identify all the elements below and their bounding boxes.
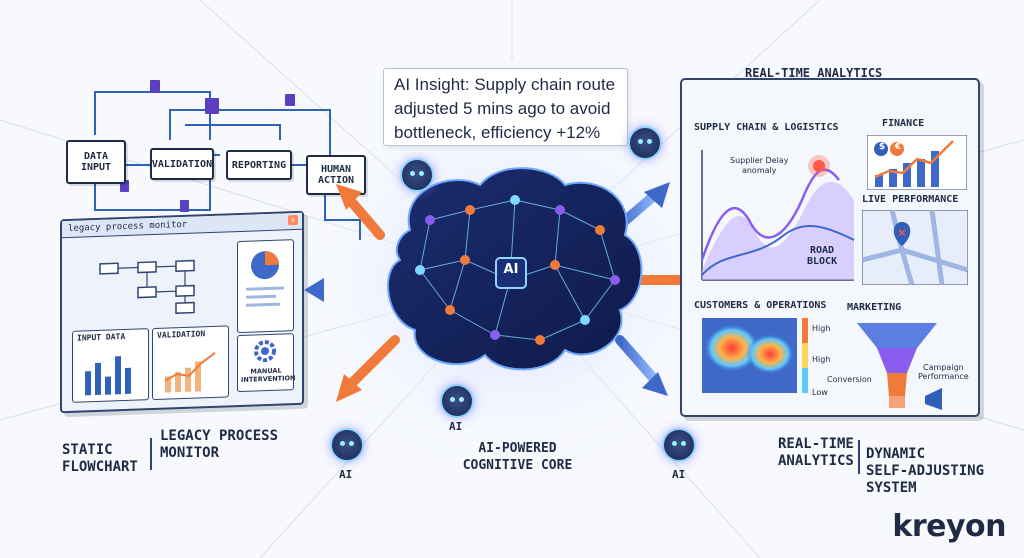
caption-legacy-line1: LEGACY PROCESS (160, 428, 279, 444)
caption-divider-right (858, 440, 860, 474)
ai-bot-icon (628, 126, 662, 160)
caption-static-flowchart: STATIC FLOWCHART (62, 442, 138, 476)
insight-line3: bottleneck, efficiency +12% (394, 123, 601, 142)
finance-chart (867, 135, 967, 190)
flow-label-human: HUMAN (320, 164, 352, 175)
heat-low-label: Low (812, 388, 828, 397)
ai-bot-icon (400, 158, 434, 192)
flow-box-validation: VALIDATION (150, 148, 214, 180)
heat-high-label-2: High (812, 355, 831, 364)
flow-label-action: ACTION (317, 175, 355, 186)
caption-legacy-monitor: LEGACY PROCESS MONITOR (160, 428, 278, 462)
insight-line1: AI Insight: Supply chain route (394, 75, 616, 94)
core-caption-line2: COGNITIVE CORE (462, 458, 573, 473)
road-block-label: ROAD BLOCK (807, 245, 837, 267)
analytics-dashboard-window: SUPPLY CHAIN & LOGISTICS FINANCE Supplie… (680, 78, 980, 417)
bot-label-left: AI (339, 468, 353, 481)
flow-label-data: DATA (83, 151, 109, 162)
euro-coin-icon: € (894, 142, 902, 152)
caption-rt-line1: REAL-TIME (778, 436, 854, 452)
ai-chip (495, 257, 527, 289)
flow-label-validation: VALIDATION (151, 158, 213, 170)
section-customers-operations: CUSTOMERS & OPERATIONS (694, 300, 827, 311)
pie-chart-icon (246, 251, 284, 307)
ai-chip-label: AI (503, 262, 519, 277)
legacy-input-data-panel: INPUT DATA (72, 328, 149, 403)
trend-chart-icon (164, 352, 216, 393)
caption-static-line2: FLOWCHART (62, 459, 138, 475)
mini-flowchart (99, 259, 195, 314)
close-icon[interactable]: ✕ (288, 214, 298, 226)
caption-divider (150, 438, 152, 470)
caption-legacy-line2: MONITOR (160, 445, 220, 461)
caption-dyn-line2: SELF-ADJUSTING (866, 463, 985, 479)
supply-chain-chart (700, 150, 855, 281)
marketing-funnel-chart (857, 323, 942, 410)
caption-dyn-line1: DYNAMIC (866, 446, 926, 462)
map-icon: ✕ (862, 210, 968, 285)
brand-logo: kreyon (892, 509, 1006, 544)
neural-nodes (415, 195, 620, 345)
road-label: ROAD (810, 245, 835, 256)
bot-label-mid: AI (449, 420, 463, 433)
gear-icon (254, 340, 276, 363)
ai-bot-icon (440, 384, 474, 418)
section-finance: FINANCE (882, 118, 925, 129)
heatmap-chart (702, 318, 808, 393)
campaign-performance-label: Campaign Performance (918, 363, 969, 381)
real-time-analytics-title: REAL-TIME ANALYTICS (745, 66, 883, 80)
caption-dyn-line3: SYSTEM (866, 480, 917, 496)
campaign-label: Campaign (923, 363, 964, 372)
conversion-label: Conversion (827, 375, 872, 384)
cognitive-core-graphic (304, 167, 702, 402)
section-marketing: MARKETING (847, 302, 902, 313)
neural-links (419, 199, 616, 341)
caption-dynamic-system: DYNAMIC SELF-ADJUSTING SYSTEM (866, 446, 984, 497)
supplier-delay-label: Supplier Delay (730, 156, 789, 165)
bar-chart-icon (85, 356, 131, 396)
intervention-label: INTERVENTION (241, 374, 296, 384)
flow-label-reporting: REPORTING (231, 159, 287, 171)
insight-line2: adjusted 5 mins ago to avoid (394, 99, 611, 118)
anomaly-label: anomaly (741, 166, 777, 175)
core-caption-line1: AI-POWERED (478, 441, 557, 456)
legacy-pie-panel (237, 239, 294, 334)
supplier-delay-annotation: Supplier Delay anomaly (730, 156, 788, 176)
heat-high-label: High (812, 324, 831, 333)
block-label: BLOCK (807, 256, 838, 267)
legacy-process-monitor-window: legacy process monitor ✕ (60, 210, 304, 414)
svg-text:✕: ✕ (897, 226, 907, 240)
ai-bot-icon (330, 428, 364, 462)
panel-input-data-label: INPUT DATA (77, 331, 126, 343)
legacy-validation-panel: VALIDATION (152, 325, 229, 401)
caption-rt-line2: ANALYTICS (778, 453, 854, 469)
panel-validation-label: VALIDATION (157, 329, 206, 340)
section-live-performance: LIVE PERFORMANCE (862, 194, 959, 205)
caption-cognitive-core: AI-POWERED COGNITIVE CORE (450, 440, 585, 474)
legacy-manual-panel: MANUAL INTERVENTION (237, 333, 296, 393)
ai-bot-icon (662, 428, 696, 462)
caption-real-time-analytics: REAL-TIME ANALYTICS (778, 436, 854, 470)
performance-label: Performance (918, 372, 969, 381)
dollar-coin-icon: $ (878, 142, 886, 152)
section-supply-chain: SUPPLY CHAIN & LOGISTICS (694, 122, 839, 133)
caption-static-line1: STATIC (62, 442, 113, 458)
flow-box-reporting: REPORTING (226, 150, 292, 180)
flow-label-input: INPUT (80, 162, 112, 173)
bot-label-right: AI (672, 468, 686, 481)
legacy-window-title: legacy process monitor (68, 219, 188, 234)
ai-insight-callout: AI Insight: Supply chain route adjusted … (383, 68, 628, 146)
